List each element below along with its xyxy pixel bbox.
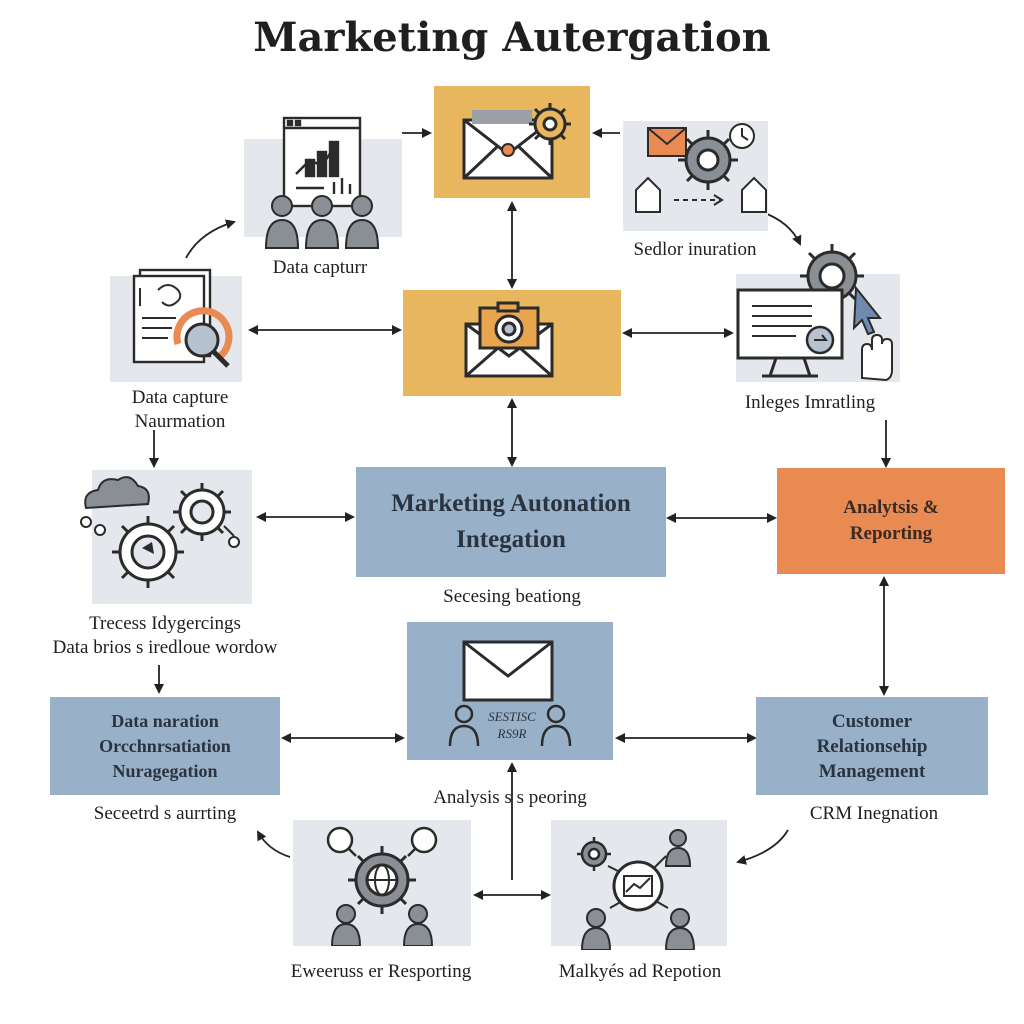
crm-box <box>756 697 988 795</box>
analytics-text: Analytsis & Reporting <box>777 468 1005 574</box>
mail-center-inner2: RS9R <box>497 726 527 741</box>
data-capture-left-label: Data capture Naurmation <box>80 386 280 434</box>
data-naration-box <box>50 697 280 795</box>
crm-line1: Customer <box>831 710 913 732</box>
analytics-box <box>777 468 1005 574</box>
envelope-icon <box>462 640 554 702</box>
envelope-gear-icon <box>462 103 571 180</box>
crm-line3: Management <box>818 760 926 782</box>
center-integration-box <box>356 467 666 577</box>
process-line2: Data brios s iredloue wordow <box>52 637 278 658</box>
sedlor-label: Sedlor inuration <box>633 239 757 260</box>
data-naration-line2: Orcchnrsatiation <box>99 735 231 756</box>
data-naration-text: Data naration Orcchnrsatiation Nuragegat… <box>50 697 280 795</box>
monitor-cursor-icon <box>736 244 893 382</box>
center-line1: Marketing Autonation <box>391 490 631 517</box>
diagram-title: Marketing Autergation <box>253 14 771 61</box>
analytics-line1: Analytsis & <box>843 497 939 518</box>
center-integration-text: Marketing Autonation Integation <box>356 467 666 577</box>
document-search-icon <box>132 268 233 368</box>
crm-text: Customer Relationsehip Management <box>756 697 988 795</box>
mail-gear-clock-icon <box>635 123 767 213</box>
dashboard-chart-icon <box>264 116 380 249</box>
camera-envelope-icon <box>464 301 554 378</box>
people-icon <box>448 704 572 747</box>
analytics-line2: Reporting <box>849 523 933 544</box>
cloud-gears-icon <box>80 476 240 588</box>
arrow-curve-bottom-left <box>257 830 291 858</box>
mail-center-inner1: SESTISC <box>488 709 536 724</box>
network-people-icon <box>577 829 696 950</box>
globe-gear-icon <box>326 826 438 946</box>
center-caption: Secesing beationg <box>443 586 581 607</box>
data-naration-line1: Data naration <box>111 710 219 731</box>
mail-center-caption: Analysis s s peoring <box>433 787 587 808</box>
process-label: Trecess Idygercings Data brios s iredlou… <box>10 612 320 660</box>
arrow-curve-bottom-right <box>736 829 789 865</box>
data-capture-left-line1: Data capture <box>131 387 229 408</box>
crm-caption: CRM Inegnation <box>809 803 939 824</box>
data-naration-line3: Nuragegation <box>112 760 218 781</box>
crm-line2: Relationsehip <box>816 735 928 757</box>
bottom-left-label: Eweeruss er Resporting <box>290 961 472 982</box>
process-line1: Trecess Idygercings <box>89 613 241 634</box>
mail-center-inner-text: SESTISC RS9R <box>470 706 554 744</box>
data-capture-left-line2: Naurmation <box>134 411 226 432</box>
arrow-curve-top-left <box>185 219 236 259</box>
data-capture-top-label: Data capturr <box>272 257 368 278</box>
inleges-label: Inleges Imratling <box>744 392 876 413</box>
center-line2: Integation <box>456 526 566 553</box>
bottom-right-label: Malkyés ad Repotion <box>558 961 722 982</box>
data-naration-caption: Seceetrd s aurrting <box>93 803 237 824</box>
